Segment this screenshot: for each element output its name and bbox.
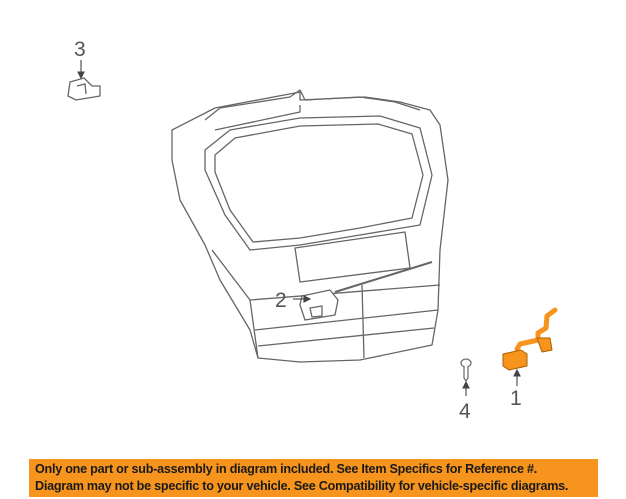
liftgate-drawing — [171, 89, 449, 363]
part-1-latch-cable — [502, 307, 558, 371]
disclaimer-banner: Only one part or sub-assembly in diagram… — [29, 459, 598, 497]
callout-3: 3 — [74, 38, 86, 61]
callout-1: 1 — [510, 387, 522, 410]
callout-leaders — [77, 60, 521, 396]
callout-2: 2 — [275, 289, 287, 312]
disclaimer-line-2: Diagram may not be specific to your vehi… — [35, 479, 569, 493]
disclaimer-line-1: Only one part or sub-assembly in diagram… — [35, 462, 538, 476]
part-3-clip — [67, 77, 101, 101]
callout-4: 4 — [459, 400, 471, 423]
part-4-screw — [460, 358, 472, 383]
